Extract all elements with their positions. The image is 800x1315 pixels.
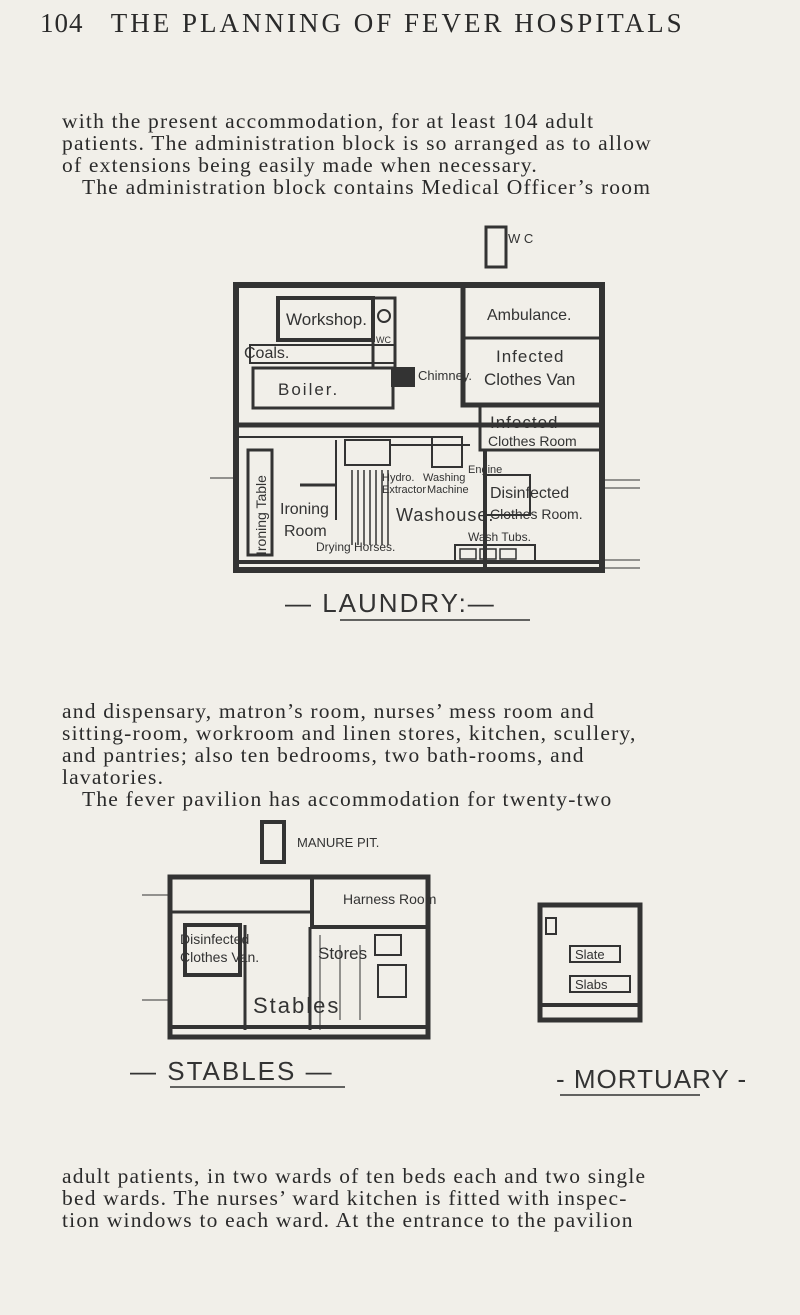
infected-room-label: Infected [490,413,559,432]
workshop-label: Workshop. [286,310,367,329]
wc-small-label: WC [376,335,391,345]
page-number: 104 [40,8,84,38]
clothes-van-stables-label: Clothes Van. [180,949,259,965]
machine-label: Machine [427,484,469,496]
boiler-label: Boiler. [278,380,339,399]
ironing-table-label: Ironing Table [253,475,269,555]
clothes-room-label: Clothes Room [488,433,577,449]
hydro-label: Hydro. [382,472,414,484]
manure-pit-block [260,820,286,864]
disinfected-room-label-2: Clothes Room. [490,506,583,522]
manure-pit-label: MANURE PIT. [297,835,379,850]
washouse-label: Washouse. [396,505,494,525]
chimney-label: Chimney. [418,368,472,383]
text-line: tion windows to each ward. At the entran… [62,1208,634,1232]
text-line: The fever pavilion has accommodation for… [82,787,613,811]
text-line: bed wards. The nurses’ ward kitchen is f… [62,1186,628,1210]
slate-label: Slate [575,947,605,962]
disinfected-label: Disinfected [180,931,249,947]
wc-top-label: W C [508,231,533,246]
text-line: of extensions being easily made when nec… [62,153,538,177]
text-line: The administration block contains Medica… [82,175,652,199]
text-line: adult patients, in two wards of ten beds… [62,1164,647,1188]
wash-tubs-label: Wash Tubs. [468,530,531,544]
stables-caption: — STABLES — [130,1056,334,1086]
laundry-caption: — LAUNDRY:— [285,588,496,618]
running-title: THE PLANNING OF FEVER HOSPITALS [110,8,685,38]
paragraph-3: adult patients, in two wards of ten beds… [62,1165,762,1231]
stables-outer-wall [167,874,431,1040]
wc-block [484,225,508,269]
infected-van-label: Infected [496,347,565,366]
ironing-room-label-1: Ironing [280,501,329,518]
drying-horses-label: Drying Horses. [316,540,395,554]
ambulance-label: Ambulance. [487,307,572,324]
ironing-room-label-2: Room [284,523,327,540]
paragraph-2: and dispensary, matron’s room, nurses’ m… [62,700,762,810]
text-line: lavatories. [62,765,165,789]
extractor-label: Extractor [382,484,426,496]
paragraph-1: with the present accommodation, for at l… [62,110,762,198]
running-head: 104 THE PLANNING OF FEVER HOSPITALS [40,8,780,39]
text-line: with the present accommodation, for at l… [62,109,595,133]
text-line: and pantries; also ten bedrooms, two bat… [62,743,585,767]
engine-label: Engine [468,464,502,476]
washing-label: Washing [423,472,465,484]
text-line: and dispensary, matron’s room, nurses’ m… [62,699,595,723]
text-line: sitting-room, workroom and linen stores,… [62,721,637,745]
stables-label: Stables [253,993,340,1018]
text-line: patients. The administration block is so… [62,131,652,155]
slabs-label: Slabs [575,977,608,992]
mortuary-outer-wall [537,902,643,1023]
clothes-van-label: Clothes Van [484,370,575,389]
stores-label: Stores [318,944,367,963]
mortuary-caption: - MORTUARY - [556,1064,747,1094]
disinfected-room-label-1: Disinfected [490,485,569,502]
coals-label: Coals. [244,345,289,362]
harness-room-label: Harness Room [343,891,436,907]
